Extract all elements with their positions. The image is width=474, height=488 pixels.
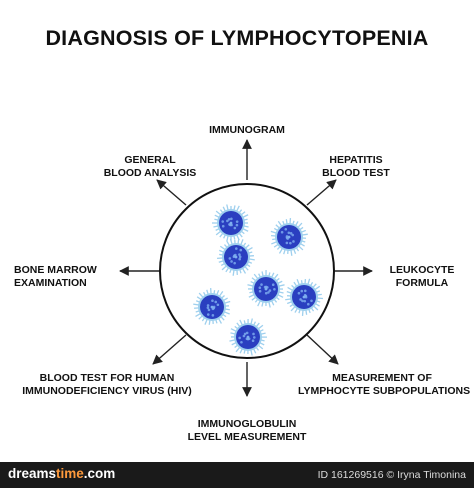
lymphocytes-group [193,204,323,356]
diagram-title: DIAGNOSIS OF LYMPHOCYTOPENIA [45,26,429,50]
arrow-hiv [152,334,187,365]
lymphocyte-cell [247,269,285,308]
brand-logo: dreamstime.com [8,466,116,481]
label-hiv: BLOOD TEST FOR HUMAN IMMUNODEFICIENCY VI… [22,372,192,397]
label-immunoglobulin: IMMUNOGLOBULIN LEVEL MEASUREMENT [187,418,307,443]
lymphocyte-cell [212,204,249,242]
label-immunogram: IMMUNOGRAM [209,124,285,136]
arrow-hepatitis [306,179,337,206]
image-id-credit: ID 161269516 © Iryna Timonina [317,469,466,481]
arrow-subpopulations [306,334,339,365]
label-general-blood: GENERAL BLOOD ANALYSIS [103,154,197,179]
label-bone-marrow: BONE MARROW EXAMINATION [14,264,97,289]
watermark-footer: dreamstime.com ID 161269516 © Iryna Timo… [0,462,474,488]
label-subpopulations: MEASUREMENT OF LYMPHOCYTE SUBPOPULATIONS [298,372,471,397]
label-hepatitis: HEPATITIS BLOOD TEST [322,154,390,179]
lymphocyte-cell [285,278,323,316]
label-leukocyte: LEUKOCYTE FORMULA [389,264,455,289]
lymphocyte-cell [217,238,255,276]
lymphocyte-cell [270,218,308,256]
diagram-graphic [119,139,373,397]
lymphocyte-cell [193,288,231,325]
arrows-group [119,139,373,397]
lymphocyte-cell [229,318,268,356]
arrow-general-blood [156,179,187,206]
